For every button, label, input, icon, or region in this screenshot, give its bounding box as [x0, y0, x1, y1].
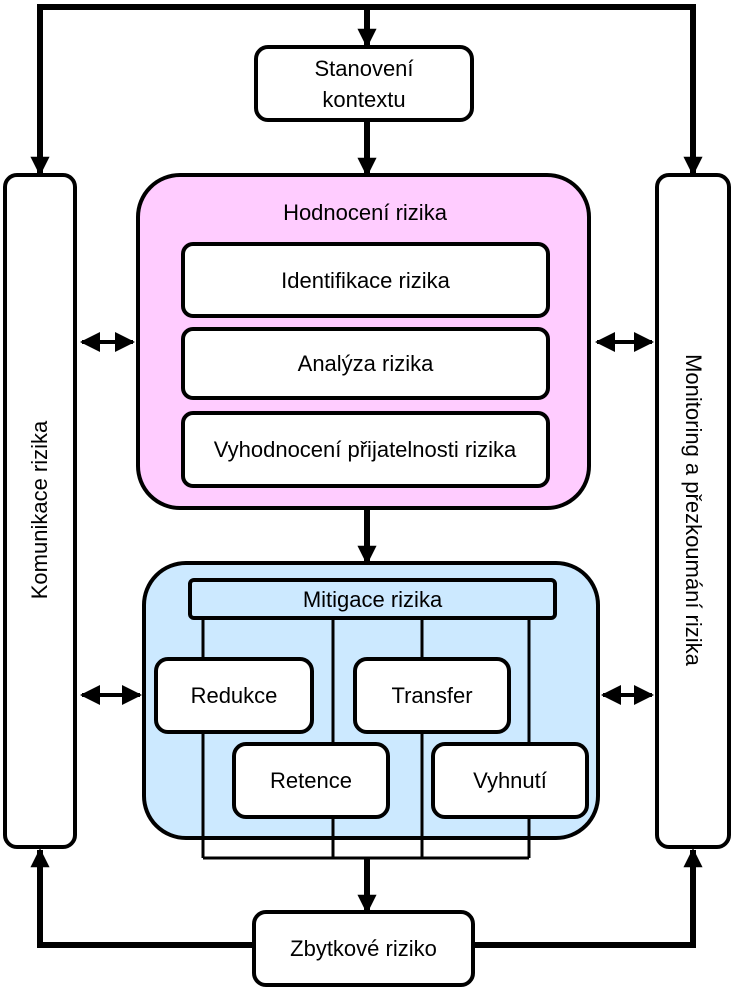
avoidance-box [431, 742, 589, 819]
retention-label: Retence [270, 768, 352, 793]
identification-label: Identifikace rizika [281, 267, 450, 293]
context-box [254, 45, 474, 122]
identification-box [181, 242, 550, 318]
communication-label: Komunikace rizika [27, 420, 52, 600]
retention-box [232, 742, 390, 819]
mitigation-title: Mitigace rizika [302, 586, 443, 612]
avoidance-label: Vyhnutí [473, 768, 547, 793]
communication-panel [3, 173, 77, 849]
bottom-loop-line [30, 848, 252, 948]
residual-box [252, 910, 475, 987]
mitigation-title-bar [188, 578, 557, 620]
transfer-label: Transfer [391, 683, 473, 708]
reduction-label: Redukce [190, 683, 278, 708]
bottom-loop-line-right [474, 848, 703, 948]
monitoring-panel [655, 173, 731, 849]
residual-label: Zbytkové riziko [290, 936, 437, 961]
evaluation-label: Vyhodnocení přijatelnosti rizika [213, 437, 517, 462]
transfer-box [353, 657, 511, 734]
analysis-box [181, 327, 550, 400]
evaluation-box [181, 411, 550, 488]
monitoring-label: Monitoring a přezkoumání rizika [681, 354, 706, 666]
reduction-box [154, 657, 314, 734]
analysis-label: Analýza rizika [297, 351, 434, 376]
assessment-title: Hodnocení rizika [283, 199, 447, 225]
context-label: Stanovení kontextu [314, 55, 414, 112]
